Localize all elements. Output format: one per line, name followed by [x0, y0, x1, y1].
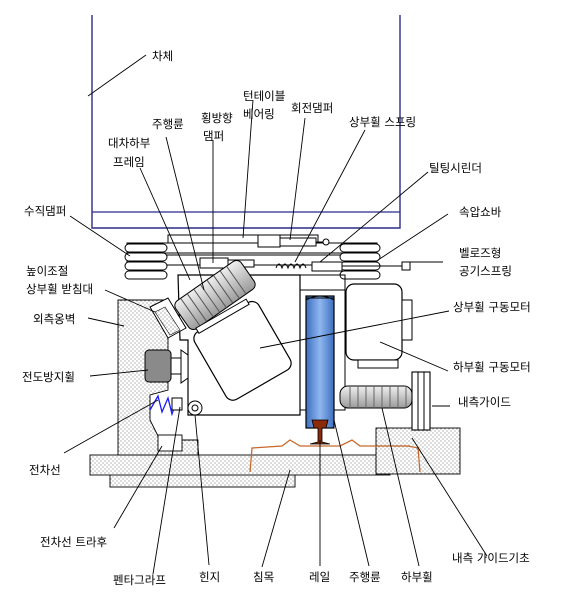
car-body: [91, 15, 401, 229]
label-outer-wall: 외측옹벽: [33, 312, 75, 326]
running-wheel: [305, 295, 335, 429]
label-bellows-spring-2: 공기스프링: [459, 264, 512, 278]
label-bogie-frame-2: 프레임: [113, 155, 145, 169]
label-lower-drive-motor: 하부휠 구동모터: [453, 360, 531, 374]
pantograph: [149, 394, 183, 417]
label-oil-damper: 속압쇼바: [459, 205, 502, 219]
label-inner-guide: 내측가이드: [458, 395, 511, 409]
lower-wheel: [339, 385, 413, 409]
label-inner-guide-foundation: 내측 가이드기초: [452, 551, 530, 565]
leader-lines: [63, 54, 488, 575]
label-height-adjust-1: 높이조절: [26, 264, 68, 278]
label-lower-wheel: 하부휠: [401, 570, 433, 584]
label-turntable-bearing-1: 턴테이블: [243, 89, 285, 103]
rail: [309, 419, 331, 445]
label-upper-wheel-spring: 상부휠 스프링: [349, 115, 416, 129]
lower-wheel-drive-motor: [345, 283, 413, 369]
label-sleeper: 침목: [253, 570, 274, 584]
label-lateral-damper-2: 댐퍼: [203, 129, 224, 143]
height-adjust-support: [149, 297, 187, 339]
bellows-air-spring-right: [339, 243, 381, 280]
upper-wheel-spring: [275, 263, 307, 270]
label-running-wheel: 주행륜: [349, 570, 381, 584]
label-rail: 레일: [309, 570, 330, 584]
label-pantograph: 펜타그라프: [113, 573, 166, 587]
label-turntable-bearing-2: 베어링: [243, 107, 275, 121]
bellows-air-spring-left: [124, 243, 168, 280]
rotation-damper: [257, 234, 330, 248]
label-trolley-wire: 전차선: [29, 463, 61, 477]
label-car-body: 차체: [152, 49, 173, 63]
upper-wheel-drive-motor: [193, 298, 292, 401]
trolley-trough: [157, 434, 183, 452]
anti-fall-wheel: [144, 349, 189, 384]
labels: 차체 턴테이블 베어링 횡방향 댐퍼 주행륜 회전댐퍼 상부휠 스프링 대차하부…: [22, 49, 531, 587]
tilting-cylinder: [311, 261, 411, 272]
label-upper-drive-motor: 상부휠 구동모터: [453, 300, 531, 314]
label-bellows-spring-1: 벨로즈형: [459, 246, 501, 260]
label-hinge: 힌지: [199, 570, 220, 584]
inner-guide: [411, 371, 431, 431]
upper-wheel: [174, 259, 256, 331]
ground-foundation: [89, 427, 461, 488]
label-running-wheel-top: 주행륜: [152, 117, 184, 131]
label-tilting-cylinder: 틸팅시린더: [429, 161, 482, 175]
label-anti-fall-wheel: 전도방지휠: [22, 370, 75, 384]
hinge: [187, 400, 203, 416]
label-trolley-trough: 전차선 트라후: [40, 535, 107, 549]
label-lateral-damper-1: 횡방향: [201, 111, 233, 125]
label-rotation-damper: 회전댐퍼: [291, 101, 333, 115]
label-height-adjust-2: 상부휠 받침대: [26, 282, 93, 296]
label-vertical-damper: 수직댐퍼: [24, 204, 66, 218]
label-bogie-frame-1: 대차하부: [108, 136, 150, 150]
